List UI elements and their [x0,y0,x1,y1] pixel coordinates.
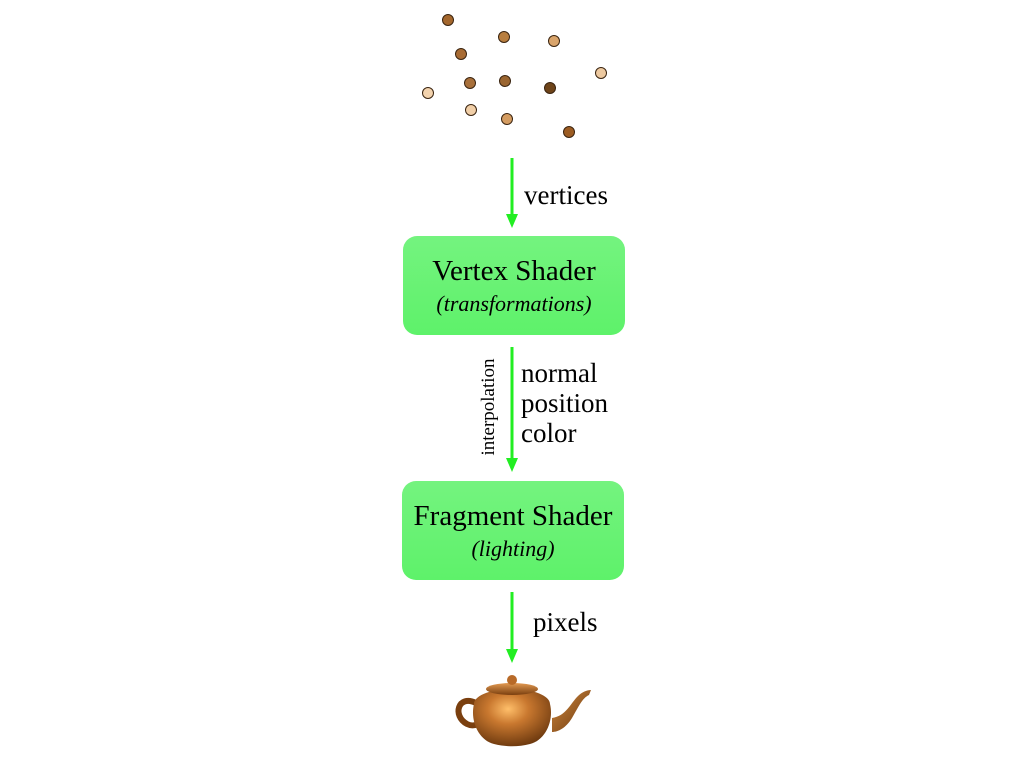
varying-color: color [521,418,577,448]
varying-normal: normal [521,358,598,388]
vertex-point [499,75,511,87]
vertex-point [455,48,467,60]
arrow-varyings [506,347,518,472]
vertex-shader-title: Vertex Shader [432,254,596,287]
pixels-label: pixels [533,607,598,637]
fragment-shader-box: Fragment Shader (lighting) [402,481,624,580]
fragment-shader-subtitle: (lighting) [471,535,555,561]
vertex-point [501,113,513,125]
vertex-point [464,77,476,89]
vertex-point [442,14,454,26]
vertex-point [595,67,607,79]
varyings-list: normal position color [521,358,608,448]
vertex-shader-subtitle: (transformations) [436,290,592,316]
vertex-point [465,104,477,116]
vertex-point [563,126,575,138]
teapot-icon [455,675,591,747]
vertices-label: vertices [524,180,608,210]
vertex-point [544,82,556,94]
vertex-point [498,31,510,43]
vertex-shader-box: Vertex Shader (transformations) [403,236,625,335]
varying-position: position [521,388,609,418]
vertex-point [548,35,560,47]
vertex-cloud [422,14,607,138]
vertex-point [422,87,434,99]
interpolation-label: interpolation [478,358,499,456]
arrow-vertices [506,158,518,228]
arrow-pixels [506,592,518,663]
fragment-shader-title: Fragment Shader [413,499,613,532]
